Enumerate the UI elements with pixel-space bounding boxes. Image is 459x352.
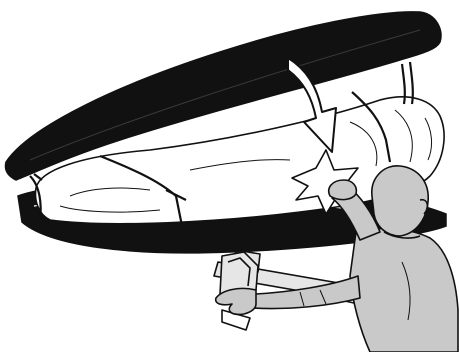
- person-torso: [350, 229, 458, 352]
- person-right-hand: [329, 180, 357, 200]
- person-head: [372, 166, 428, 236]
